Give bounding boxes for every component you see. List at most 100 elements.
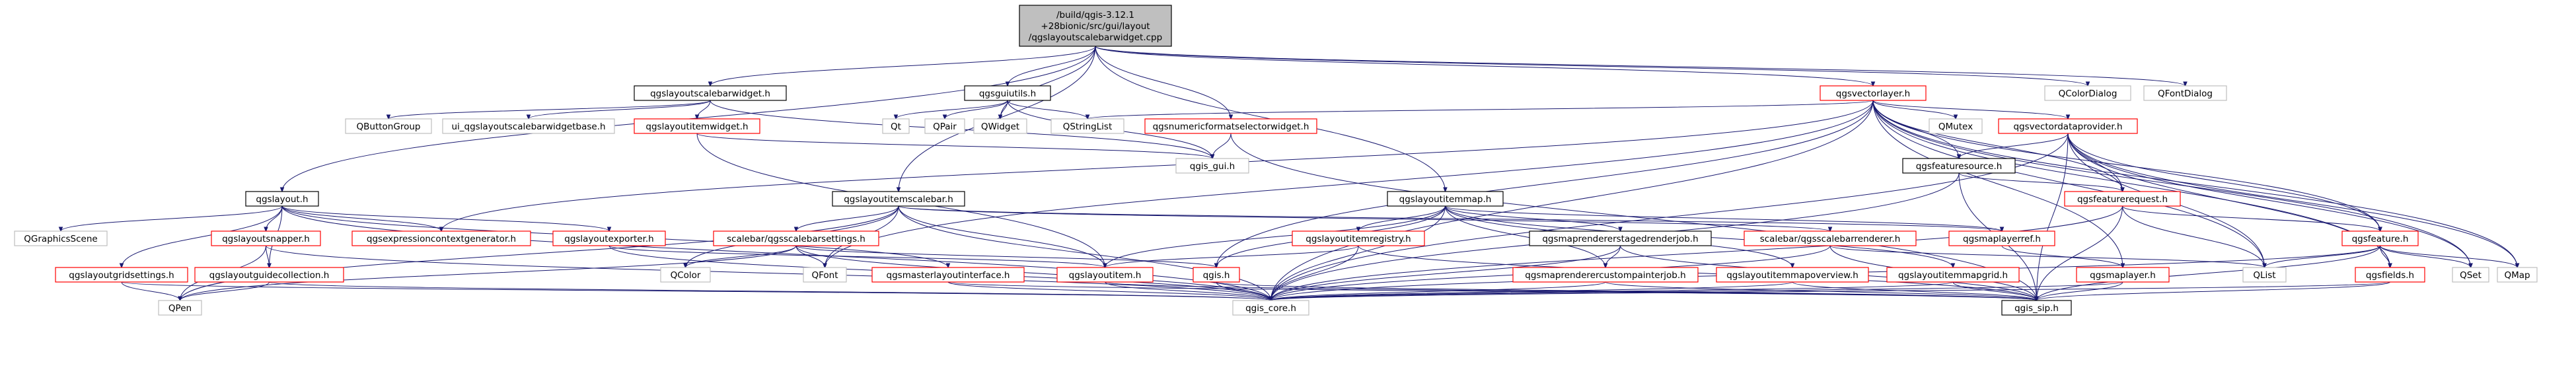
edge-qgsmaprendererstaged-to-qgsmaprenderercustompainter (1605, 245, 1621, 267)
node-label: qgsfeature.h (2352, 234, 2409, 244)
edge-qgsguiutils-to-qt (896, 100, 1008, 119)
node-ui-scalebar[interactable]: ui_qgslayoutscalebarwidgetbase.h (442, 118, 615, 134)
node-qlist[interactable]: QList (2242, 267, 2287, 283)
node-qgsexpressioncontextgenerator[interactable]: qgsexpressioncontextgenerator.h (351, 230, 531, 246)
edge-qgsfeature-to-qlist (2265, 245, 2380, 267)
edge-qgsvectorlayer-to-qmutex (1872, 100, 1956, 119)
node-qgsmasterlayoutinterface[interactable]: qgsmasterlayoutinterface.h (871, 267, 1025, 283)
node-qpair[interactable]: QPair (924, 118, 965, 134)
edge-qgslayoutitemmap-to-qgslayoutitem (1105, 205, 1446, 267)
node-qgis-core[interactable]: qgis_core.h (1232, 300, 1309, 316)
node-qgslayoutexporter[interactable]: qgslayoutexporter.h (552, 230, 666, 246)
node-qcolordialog[interactable]: QColorDialog (2044, 85, 2131, 101)
node-box (2497, 267, 2538, 283)
node-qgslayoutgridsettings[interactable]: qgslayoutgridsettings.h (55, 267, 188, 283)
node-box (1998, 118, 2138, 134)
edge-qgsmaplayer-to-qgis-core (1271, 281, 2123, 301)
node-qgsscalebarrenderer[interactable]: scalebar/qgsscalebarrenderer.h (1744, 230, 1917, 246)
node-qgsvectorlayer[interactable]: qgsvectorlayer.h (1820, 85, 1927, 101)
edge-qgsguiutils-to-qstringlist (1007, 100, 1087, 119)
node-label: qgsfeaturerequest.h (2077, 194, 2168, 205)
edge-qgslayoutitemmapoverview-to-qgis-sip (1792, 281, 2037, 301)
node-box (871, 267, 1025, 283)
node-qgslayout[interactable]: qgslayout.h (245, 191, 319, 207)
node-qgslayoutitemmapgrid[interactable]: qgslayoutitemmapgrid.h (1886, 267, 2020, 283)
node-label: QColor (671, 270, 701, 281)
node-label: qgis_sip.h (2014, 303, 2059, 314)
node-box (964, 85, 1051, 101)
edge-qgslayoutguidecollection-to-qgis-core (269, 281, 1271, 301)
edge-qgsvectorlayer-to-qgsvectordataprovider (1872, 100, 2068, 119)
node-qgslayoutitemwidget[interactable]: qgslayoutitemwidget.h (634, 118, 760, 134)
edge-qgslayoutitemscalebar-to-qgslayoutitem (898, 205, 1105, 267)
node-qgslayoutsnapper[interactable]: qgslayoutsnapper.h (211, 230, 321, 246)
node-label: qgsmasterlayoutinterface.h (887, 270, 1010, 281)
edge-qgsvectordataprovider-to-qgsfeature (2067, 133, 2380, 231)
node-qfontdialog[interactable]: QFontDialog (2143, 85, 2227, 101)
node-qgslayoutitemmap[interactable]: qgslayoutitemmap.h (1387, 191, 1504, 207)
node-qset[interactable]: QSet (2452, 267, 2489, 283)
edge-qgsscalebarsettings-to-qcolor (686, 245, 797, 267)
edge-qgslayoutitemmapgrid-to-qgis-sip (1952, 281, 2037, 301)
node-label: qgsnumericformatselectorwidget.h (1153, 122, 1309, 132)
node-qgsfeature[interactable]: qgsfeature.h (2341, 230, 2419, 246)
node-qwidget[interactable]: QWidget (973, 118, 1027, 134)
node-label: qgslayoutitemmapgrid.h (1898, 270, 2008, 281)
node-qmutex[interactable]: QMutex (1929, 118, 1983, 134)
edge-qgsnumericformat-to-qgis-gui (1212, 133, 1232, 159)
edge-qgslayoutitemregistry-to-qgis-core (1271, 245, 1359, 301)
edge-qgslayoutitemscalebar-to-qgsmaplayerref (898, 205, 2002, 231)
node-qgsmaplayer[interactable]: qgsmaplayer.h (2076, 267, 2170, 283)
edge-qgsscalebarsettings-to-qpen (180, 245, 797, 301)
node-qgslayoutitemregistry[interactable]: qgslayoutitemregistry.h (1292, 230, 1425, 246)
node-qgis[interactable]: qgis.h (1193, 267, 1240, 283)
edge-qgsmasterlayoutinterface-to-qgis-core (947, 281, 1271, 301)
node-qfont[interactable]: QFont (803, 267, 847, 283)
edge-root-to-qgslayoutscalebarwidget (710, 46, 1096, 86)
node-box (634, 85, 787, 101)
node-qgsfeaturesource[interactable]: qgsfeaturesource.h (1902, 158, 2016, 174)
edge-qgsfeaturerequest-to-qlist (2122, 205, 2265, 267)
node-qgslayoutguidecollection[interactable]: qgslayoutguidecollection.h (194, 267, 344, 283)
node-qgsfields[interactable]: qgsfields.h (2355, 267, 2425, 283)
node-qbuttongroup[interactable]: QButtonGroup (345, 118, 432, 134)
node-box (345, 118, 432, 134)
node-qgslayoutscalebarwidget[interactable]: qgslayoutscalebarwidget.h (634, 85, 787, 101)
node-qgsnumericformat[interactable]: qgsnumericformatselectorwidget.h (1144, 118, 1317, 134)
node-qgsmaprendererstaged[interactable]: qgsmaprendererstagedrenderjob.h (1529, 230, 1712, 246)
node-box (552, 230, 666, 246)
node-qgsvectordataprovider[interactable]: qgsvectordataprovider.h (1998, 118, 2138, 134)
node-qpen[interactable]: QPen (158, 300, 202, 316)
node-qt[interactable]: Qt (882, 118, 910, 134)
edge-qgsguiutils-to-qpair (945, 100, 1008, 119)
edge-qgsvectordataprovider-to-qgsfeaturesource (1959, 133, 2069, 159)
node-qgslayoutitemmapoverview[interactable]: qgslayoutitemmapoverview.h (1716, 267, 1869, 283)
node-qgsfeaturerequest[interactable]: qgsfeaturerequest.h (2064, 191, 2181, 207)
node-qgsguiutils[interactable]: qgsguiutils.h (964, 85, 1051, 101)
node-qgis-sip[interactable]: qgis_sip.h (2001, 300, 2072, 316)
node-qgslayoutitem[interactable]: qgslayoutitem.h (1056, 267, 1154, 283)
edge-qgslayout-to-qgslayoutgridsettings (122, 205, 283, 267)
node-box (1193, 267, 1240, 283)
node-root[interactable]: /build/qgis-3.12.1+28bionic/src/gui/layo… (1019, 5, 1172, 47)
node-qgslayoutitemscalebar[interactable]: qgslayoutitemscalebar.h (832, 191, 965, 207)
node-qcolor[interactable]: QColor (660, 267, 711, 283)
edge-qgslayoutitemmapoverview-to-qgis-core (1271, 281, 1793, 301)
node-qgis-gui[interactable]: qgis_gui.h (1175, 158, 1249, 174)
node-box (2076, 267, 2170, 283)
node-qgsmaprenderercustompainter[interactable]: qgsmaprenderercustompainterjob.h (1512, 267, 1699, 283)
edge-qgslayoutgridsettings-to-qpen (121, 281, 180, 301)
node-label: qgsvectordataprovider.h (2013, 122, 2122, 132)
node-qgraphicsscene[interactable]: QGraphicsScene (14, 230, 108, 246)
node-qmap[interactable]: QMap (2497, 267, 2538, 283)
node-box (1929, 118, 1983, 134)
node-label: qgslayoutitemmapoverview.h (1726, 270, 1858, 281)
edge-qgslayoutscalebarwidget-to-qgslayoutitemwidget (697, 100, 711, 119)
node-box (2064, 191, 2181, 207)
edge-qgslayout-to-qgraphicsscene (61, 205, 283, 231)
node-box (713, 230, 879, 246)
node-qgsmaplayerref[interactable]: qgsmaplayerref.h (1948, 230, 2055, 246)
node-qgsscalebarsettings[interactable]: scalebar/qgsscalebarsettings.h (713, 230, 879, 246)
node-qstringlist[interactable]: QStringList (1050, 118, 1124, 134)
edge-qgsfeature-to-qgsfields (2380, 245, 2390, 267)
